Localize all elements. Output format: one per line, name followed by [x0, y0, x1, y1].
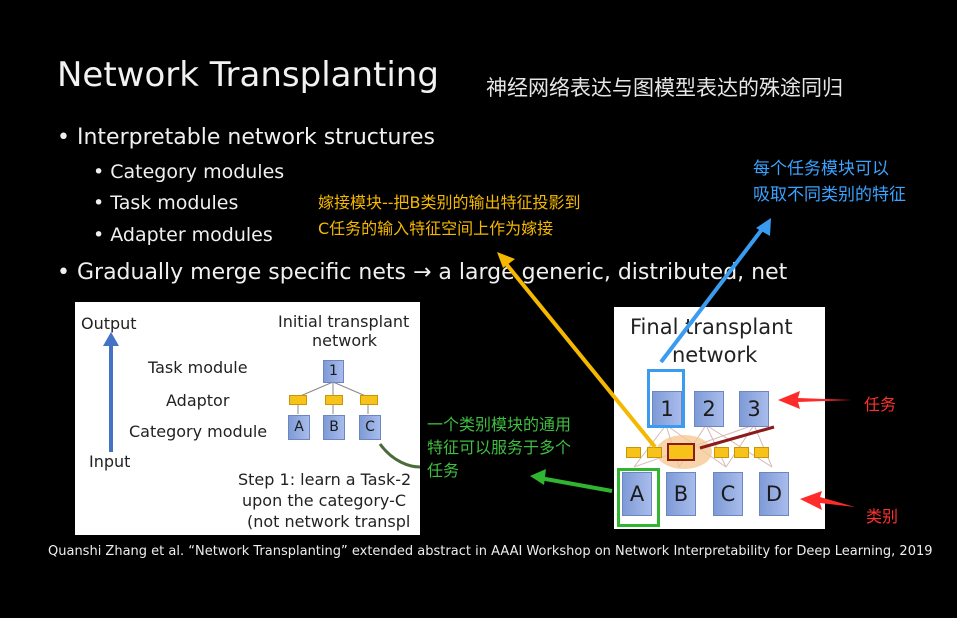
final-task-cube-1: 1 — [652, 391, 682, 427]
red-annotation-task: 任务 — [864, 395, 897, 414]
orange-arrow-head — [497, 252, 515, 268]
final-adaptor-6 — [754, 447, 769, 458]
red-arrow-task — [778, 391, 852, 409]
initial-network-figure: Output Input Initial transplant network … — [75, 302, 420, 535]
red-arrow-category — [800, 491, 855, 510]
initial-title-line2: network — [312, 331, 377, 350]
blue-annotation-line2: 吸取不同类别的特征 — [753, 185, 906, 205]
green-arrow-line — [539, 476, 613, 493]
step-line2: upon the category-C — [242, 491, 407, 510]
final-category-cube-c: C — [713, 472, 743, 516]
category-highlight-box — [617, 468, 660, 527]
green-arrow-head — [530, 469, 546, 485]
bullet-gradually-merge: • Gradually merge specific nets → a larg… — [57, 260, 788, 285]
green-annotation-line1: 一个类别模块的通用 — [427, 415, 572, 434]
transplant-link — [699, 425, 775, 450]
step-line1: Step 1: learn a Task-2 — [238, 470, 412, 489]
output-label: Output — [81, 314, 137, 333]
initial-network-diagram — [103, 332, 420, 469]
category-module-label: Category module — [129, 422, 268, 441]
category-cube-a: A — [288, 415, 310, 440]
final-adaptor-4 — [714, 447, 729, 458]
final-category-cube-d: D — [759, 472, 789, 516]
initial-title-line1: Initial transplant — [278, 312, 410, 331]
step-link-curve — [378, 443, 420, 469]
task-cube-1: 1 — [323, 360, 344, 383]
final-category-cube-b: B — [666, 472, 696, 516]
final-title-line1: Final transplant — [630, 315, 793, 339]
green-annotation-line2: 特征可以服务于多个 — [427, 438, 572, 457]
adaptor-label: Adaptor — [166, 391, 230, 410]
green-annotation-line3: 任务 — [427, 461, 460, 480]
sub-bullet-task: • Task modules — [93, 192, 239, 214]
slide-subtitle: 神经网络表达与图模型表达的殊途同归 — [486, 76, 843, 100]
final-title-line2: network — [672, 343, 758, 367]
input-label: Input — [89, 452, 131, 471]
step-line3: (not network transpl — [247, 512, 411, 531]
final-adaptor-1 — [626, 447, 641, 458]
slide-title: Network Transplanting — [57, 55, 439, 95]
final-network-links — [633, 424, 773, 468]
final-adaptor-highlighted — [667, 443, 695, 461]
sub-bullet-category: • Category modules — [93, 161, 285, 183]
adaptor-block-2 — [325, 395, 343, 405]
final-task-cube-3: 3 — [739, 391, 769, 427]
task-highlight-box — [647, 369, 685, 428]
flow-arrow-head — [103, 332, 119, 346]
final-task-cube-2: 2 — [694, 391, 724, 427]
orange-annotation-line1: 嫁接模块--把B类别的输出特征投影到 — [318, 193, 581, 212]
category-cube-c: C — [359, 415, 381, 440]
final-network-figure: Final transplant network 1 2 3 A B C D — [614, 307, 825, 529]
adaptor-block-3 — [360, 395, 378, 405]
final-category-cube-a: A — [622, 472, 652, 516]
initial-network-links — [297, 381, 369, 414]
task-module-label: Task module — [148, 358, 248, 377]
blue-arrow-line — [659, 226, 765, 364]
blue-annotation-line1: 每个任务模块可以 — [753, 159, 889, 179]
citation: Quanshi Zhang et al. “Network Transplant… — [48, 544, 933, 559]
orange-annotation-line2: C任务的输入特征空间上作为嫁接 — [318, 219, 554, 238]
red-annotation-category: 类别 — [866, 507, 899, 526]
sub-bullet-adapter: • Adapter modules — [93, 224, 273, 246]
blue-arrow-head — [756, 218, 771, 236]
bullet-interpretable: • Interpretable network structures — [57, 125, 436, 150]
final-adaptor-5 — [734, 447, 749, 458]
final-adaptor-2 — [647, 447, 662, 458]
adaptor-block-1 — [289, 395, 307, 405]
orange-arrow-line — [501, 258, 657, 449]
category-cube-b: B — [323, 415, 345, 440]
